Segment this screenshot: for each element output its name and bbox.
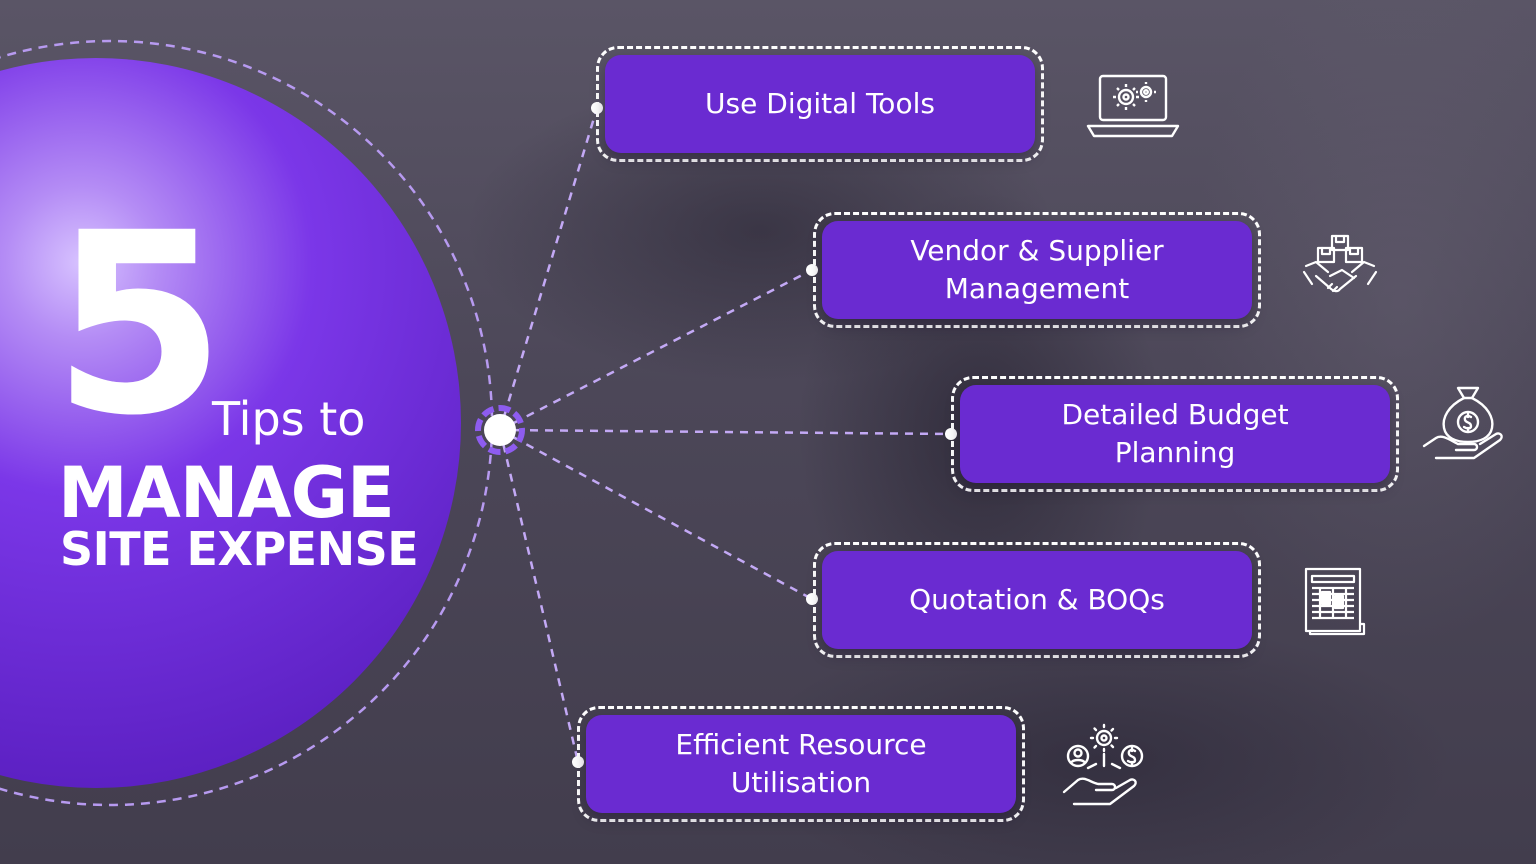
tip-label-3: Detailed Budget Planning [960, 385, 1390, 483]
handshake-boxes-icon [1302, 232, 1378, 304]
tip-box-1: Use Digital Tools [596, 46, 1044, 162]
connector-line-2 [500, 270, 812, 430]
connector-line-1 [500, 108, 597, 430]
tip-label-5: Efficient Resource Utilisation [586, 715, 1016, 813]
hand-people-gear-dollar-icon [1060, 722, 1148, 808]
hub-node [484, 414, 516, 446]
connector-line-5 [500, 430, 578, 762]
hero-subtitle: Tips to [212, 392, 365, 446]
document-table-icon [1302, 566, 1366, 636]
tip-label-2: Vendor & Supplier Management [822, 221, 1252, 319]
laptop-gears-icon [1086, 72, 1180, 140]
hero-title-line-2: SITE EXPENSE [60, 522, 418, 576]
connector-line-3 [500, 430, 951, 434]
tip-box-3: Detailed Budget Planning [951, 376, 1399, 492]
tip-box-4: Quotation & BOQs [813, 542, 1261, 658]
money-bag-hand-icon [1420, 384, 1506, 464]
tip-label-1: Use Digital Tools [605, 55, 1035, 153]
tip-box-2: Vendor & Supplier Management [813, 212, 1261, 328]
tip-label-4: Quotation & BOQs [822, 551, 1252, 649]
hero-number: 5 [52, 200, 220, 450]
connector-line-4 [500, 430, 812, 599]
tip-box-5: Efficient Resource Utilisation [577, 706, 1025, 822]
